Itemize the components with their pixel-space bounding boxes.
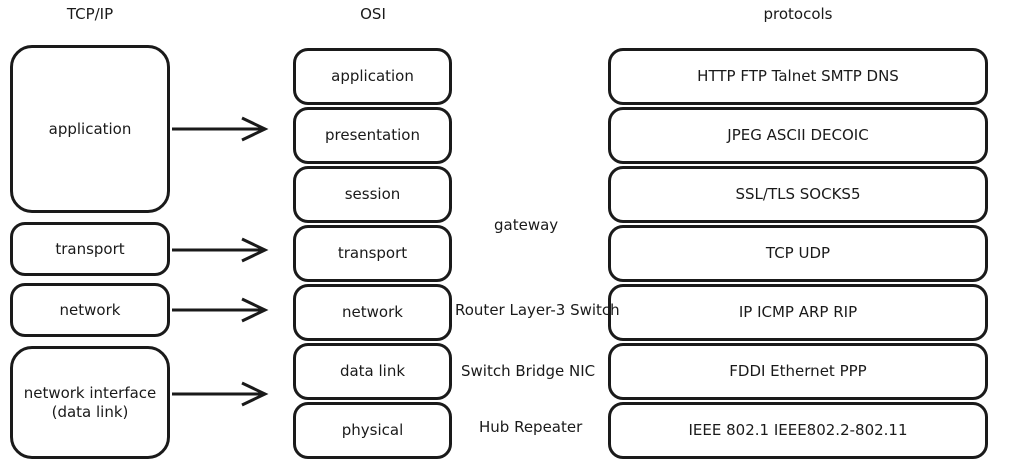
device-label-hub-repeater: Hub Repeater (479, 418, 583, 436)
protocol-layer-application-label: HTTP FTP Talnet SMTP DNS (697, 67, 899, 85)
protocol-layer-data-link-label: FDDI Ethernet PPP (729, 362, 867, 380)
column-header-tcpip: TCP/IP (66, 5, 114, 23)
arrow-transport (172, 237, 269, 263)
osi-layer-presentation-label: presentation (325, 126, 420, 144)
column-header-osi: OSI (360, 5, 386, 23)
protocol-layer-transport[interactable]: TCP UDP (608, 225, 988, 282)
tcpip-layer-application[interactable]: application (10, 45, 170, 213)
protocol-layer-physical[interactable]: IEEE 802.1 IEEE802.2-802.11 (608, 402, 988, 459)
protocol-layer-application[interactable]: HTTP FTP Talnet SMTP DNS (608, 48, 988, 105)
device-label-switch-bridge-nic: Switch Bridge NIC (461, 362, 596, 380)
tcpip-layer-network-interface[interactable]: network interface (data link) (10, 346, 170, 459)
protocol-layer-presentation-label: JPEG ASCII DECOIC (727, 126, 869, 144)
osi-layer-physical[interactable]: physical (293, 402, 452, 459)
tcpip-layer-network-label: network (59, 300, 121, 319)
tcpip-layer-network[interactable]: network (10, 283, 170, 337)
osi-layer-presentation[interactable]: presentation (293, 107, 452, 164)
arrow-network-interface (172, 381, 269, 407)
protocol-layer-presentation[interactable]: JPEG ASCII DECOIC (608, 107, 988, 164)
arrow-application (172, 116, 269, 142)
osi-layer-physical-label: physical (341, 421, 404, 439)
protocol-layer-session[interactable]: SSL/TLS SOCKS5 (608, 166, 988, 223)
tcpip-layer-transport-label: transport (55, 239, 125, 258)
protocol-layer-session-label: SSL/TLS SOCKS5 (735, 185, 861, 203)
column-header-protocols: protocols (763, 5, 833, 23)
tcpip-layer-application-label: application (48, 119, 132, 138)
protocol-layer-data-link[interactable]: FDDI Ethernet PPP (608, 343, 988, 400)
osi-layer-application-label: application (331, 67, 414, 85)
osi-layer-transport-label: transport (337, 244, 408, 262)
protocol-layer-network-label: IP ICMP ARP RIP (738, 303, 858, 321)
tcpip-layer-network-interface-label: network interface (data link) (23, 383, 157, 421)
osi-layer-data-link-label: data link (339, 362, 406, 380)
protocol-layer-physical-label: IEEE 802.1 IEEE802.2-802.11 (688, 421, 908, 439)
protocol-layer-network[interactable]: IP ICMP ARP RIP (608, 284, 988, 341)
device-label-gateway: gateway (494, 216, 559, 234)
osi-layer-application[interactable]: application (293, 48, 452, 105)
protocol-layer-transport-label: TCP UDP (765, 244, 831, 262)
device-label-router-layer3-switch: Router Layer-3 Switch (455, 301, 620, 319)
osi-layer-network[interactable]: network (293, 284, 452, 341)
osi-layer-session[interactable]: session (293, 166, 452, 223)
tcpip-layer-transport[interactable]: transport (10, 222, 170, 276)
arrow-network (172, 297, 269, 323)
osi-layer-transport[interactable]: transport (293, 225, 452, 282)
osi-layer-session-label: session (344, 185, 401, 203)
osi-layer-network-label: network (342, 303, 403, 321)
osi-layer-data-link[interactable]: data link (293, 343, 452, 400)
